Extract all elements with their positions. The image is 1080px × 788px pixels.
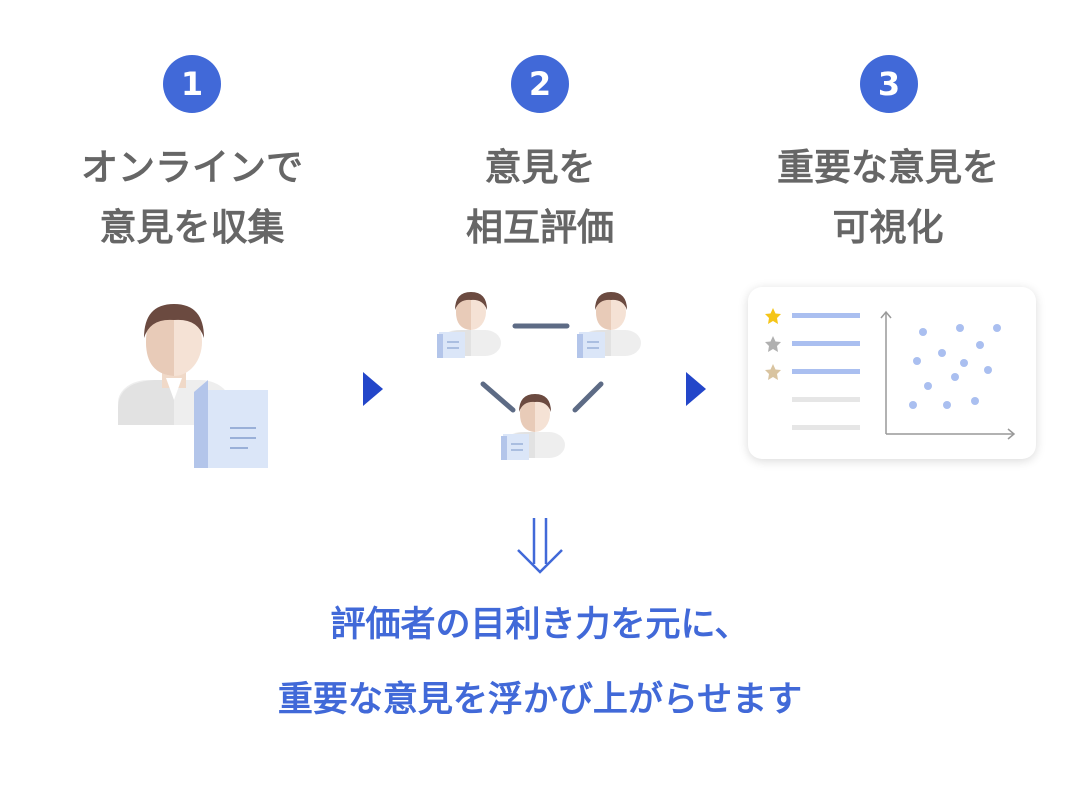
document-icon xyxy=(194,380,268,468)
evaluate-illustration xyxy=(436,291,642,461)
step-2-title: 意見を 相互評価 xyxy=(466,146,614,249)
scatter-plot-icon xyxy=(880,310,1016,440)
star-icon xyxy=(765,364,781,380)
summary-message: 評価者の目利き力を元に、 重要な意見を浮かび上がらせます xyxy=(277,605,803,720)
visualize-card xyxy=(748,287,1036,459)
ranked-list xyxy=(765,308,860,430)
star-icon xyxy=(765,308,781,324)
step-3-title: 重要な意見を 可視化 xyxy=(777,146,999,249)
star-icon xyxy=(765,336,781,352)
arrow-right-icon xyxy=(363,372,383,406)
step-2-number: 2 xyxy=(511,55,569,113)
person-icon xyxy=(576,291,642,359)
person-icon xyxy=(436,291,502,359)
step-1-number: 1 xyxy=(163,55,221,113)
person-icon xyxy=(500,393,566,461)
step-1-title: オンラインで 意見を収集 xyxy=(81,146,303,249)
connection-line xyxy=(572,381,604,413)
arrow-right-icon xyxy=(686,372,706,406)
connection-line xyxy=(480,381,516,413)
step-3-number: 3 xyxy=(860,55,918,113)
double-down-arrow-icon xyxy=(517,518,563,574)
collect-illustration xyxy=(118,304,268,468)
visualize-illustration xyxy=(765,308,1016,440)
